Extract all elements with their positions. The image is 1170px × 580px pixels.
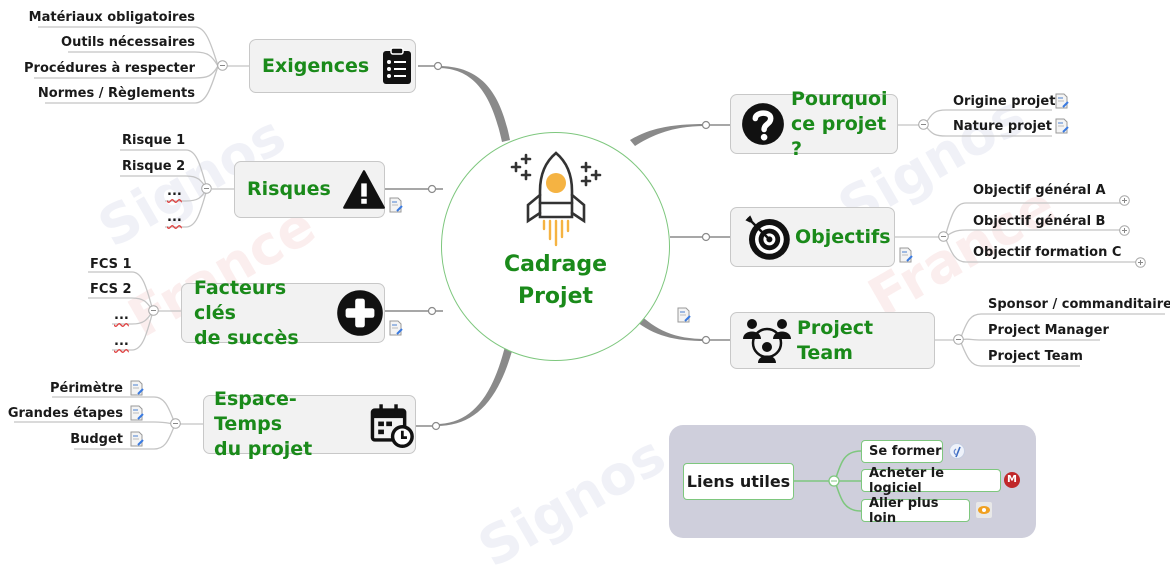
note-icon[interactable] bbox=[1055, 93, 1069, 109]
note-icon[interactable] bbox=[389, 197, 403, 213]
topic-pourquoi[interactable]: Pourquoi ce projet ? bbox=[730, 88, 898, 160]
collapse-toggle-pourquoi[interactable] bbox=[918, 119, 929, 130]
link-acheter-logiciel[interactable]: Acheter le logiciel bbox=[861, 466, 1001, 496]
topic-facteurs-cles[interactable]: Facteurs clés de succès bbox=[181, 277, 385, 349]
link-aller-plus-loin[interactable]: Aller plus loin bbox=[861, 496, 970, 526]
subtopic-placeholder[interactable]: ... bbox=[167, 210, 182, 225]
collapse-toggle-espace-temps[interactable] bbox=[170, 418, 181, 429]
note-icon[interactable] bbox=[130, 380, 144, 396]
plus-circle-icon bbox=[337, 290, 383, 336]
subtopic-placeholder[interactable]: ... bbox=[167, 184, 182, 199]
links-panel: Liens utiles Se former Acheter le logici… bbox=[669, 425, 1036, 538]
subtopic[interactable]: Outils nécessaires bbox=[61, 35, 195, 50]
subtopic[interactable]: Risque 2 bbox=[122, 159, 186, 174]
topic-risques[interactable]: Risques bbox=[234, 161, 385, 218]
collapse-toggle-objectifs[interactable] bbox=[938, 231, 949, 242]
topic-facteurs-label: Facteurs clés de succès bbox=[194, 276, 299, 349]
target-icon bbox=[745, 215, 790, 260]
note-icon[interactable] bbox=[677, 307, 691, 323]
question-circle-icon bbox=[742, 103, 784, 145]
team-icon bbox=[743, 318, 791, 363]
subtopic-placeholder[interactable]: ... bbox=[114, 334, 129, 349]
subtopic[interactable]: Nature projet bbox=[953, 119, 1053, 134]
branch-espace bbox=[436, 338, 515, 426]
subtopic[interactable]: Objectif général A bbox=[973, 183, 1106, 198]
subtopic[interactable]: Matériaux obligatoires bbox=[28, 10, 195, 25]
expand-toggle[interactable] bbox=[1119, 225, 1130, 236]
note-icon[interactable] bbox=[1055, 118, 1069, 134]
collapse-toggle-team[interactable] bbox=[953, 334, 964, 345]
note-icon[interactable] bbox=[130, 405, 144, 421]
subtopic[interactable]: Project Team bbox=[988, 349, 1083, 364]
topic-team-label: Project Team bbox=[797, 316, 874, 364]
central-topic-title: Cadrage Projet bbox=[503, 252, 608, 309]
subtopic[interactable]: Origine projet bbox=[953, 94, 1056, 109]
signos-icon[interactable] bbox=[949, 443, 965, 459]
subtopic[interactable]: Risque 1 bbox=[122, 133, 186, 148]
subtopic[interactable]: FCS 1 bbox=[90, 257, 132, 272]
links-root[interactable]: Liens utiles bbox=[683, 463, 794, 500]
topic-objectifs[interactable]: Objectifs bbox=[730, 207, 895, 267]
expand-toggle[interactable] bbox=[1135, 257, 1146, 268]
note-icon[interactable] bbox=[130, 431, 144, 447]
clipboard-list-icon bbox=[383, 47, 412, 84]
link-se-former[interactable]: Se former bbox=[861, 440, 943, 463]
subtopic-placeholder[interactable]: ... bbox=[114, 308, 129, 323]
subtopic[interactable]: Sponsor / commanditaire bbox=[988, 297, 1170, 312]
rocket-icon bbox=[510, 151, 602, 247]
subtopic[interactable]: Normes / Règlements bbox=[37, 86, 195, 101]
collapse-toggle-facteurs[interactable] bbox=[148, 305, 159, 316]
collapse-toggle-exigences[interactable] bbox=[217, 60, 228, 71]
subtopic[interactable]: Objectif formation C bbox=[973, 245, 1122, 260]
calendar-clock-icon bbox=[370, 403, 414, 448]
orange-eye-icon[interactable] bbox=[976, 502, 992, 518]
branch-pourquoi bbox=[630, 124, 706, 146]
branch-exigences bbox=[438, 66, 510, 142]
collapse-toggle-risques[interactable] bbox=[201, 183, 212, 194]
note-icon[interactable] bbox=[389, 320, 403, 336]
subtopic[interactable]: FCS 2 bbox=[90, 282, 132, 297]
topic-objectifs-label: Objectifs bbox=[795, 225, 891, 248]
topic-pourquoi-label: Pourquoi ce projet ? bbox=[791, 87, 888, 160]
subtopic[interactable]: Project Manager bbox=[988, 323, 1109, 338]
central-topic[interactable]: Cadrage Projet bbox=[441, 132, 670, 361]
mindmanager-icon[interactable]: M bbox=[1004, 472, 1020, 488]
subtopic[interactable]: Grandes étapes bbox=[7, 406, 123, 421]
topic-exigences[interactable]: Exigences bbox=[249, 39, 416, 93]
expand-toggle[interactable] bbox=[1119, 195, 1130, 206]
topic-espace-temps-label: Espace-Temps du projet bbox=[214, 388, 313, 460]
subtopic[interactable]: Périmètre bbox=[49, 381, 123, 396]
subtopic[interactable]: Budget bbox=[70, 432, 123, 447]
topic-exigences-label: Exigences bbox=[262, 54, 370, 77]
note-icon[interactable] bbox=[899, 247, 913, 263]
warning-icon bbox=[342, 169, 385, 209]
topic-espace-temps[interactable]: Espace-Temps du projet bbox=[203, 388, 416, 460]
topic-project-team[interactable]: Project Team bbox=[730, 312, 935, 369]
subtopic[interactable]: Procédures à respecter bbox=[24, 61, 195, 76]
links-connectors bbox=[794, 450, 862, 512]
subtopic[interactable]: Objectif général B bbox=[973, 214, 1106, 229]
topic-risques-label: Risques bbox=[247, 178, 331, 200]
